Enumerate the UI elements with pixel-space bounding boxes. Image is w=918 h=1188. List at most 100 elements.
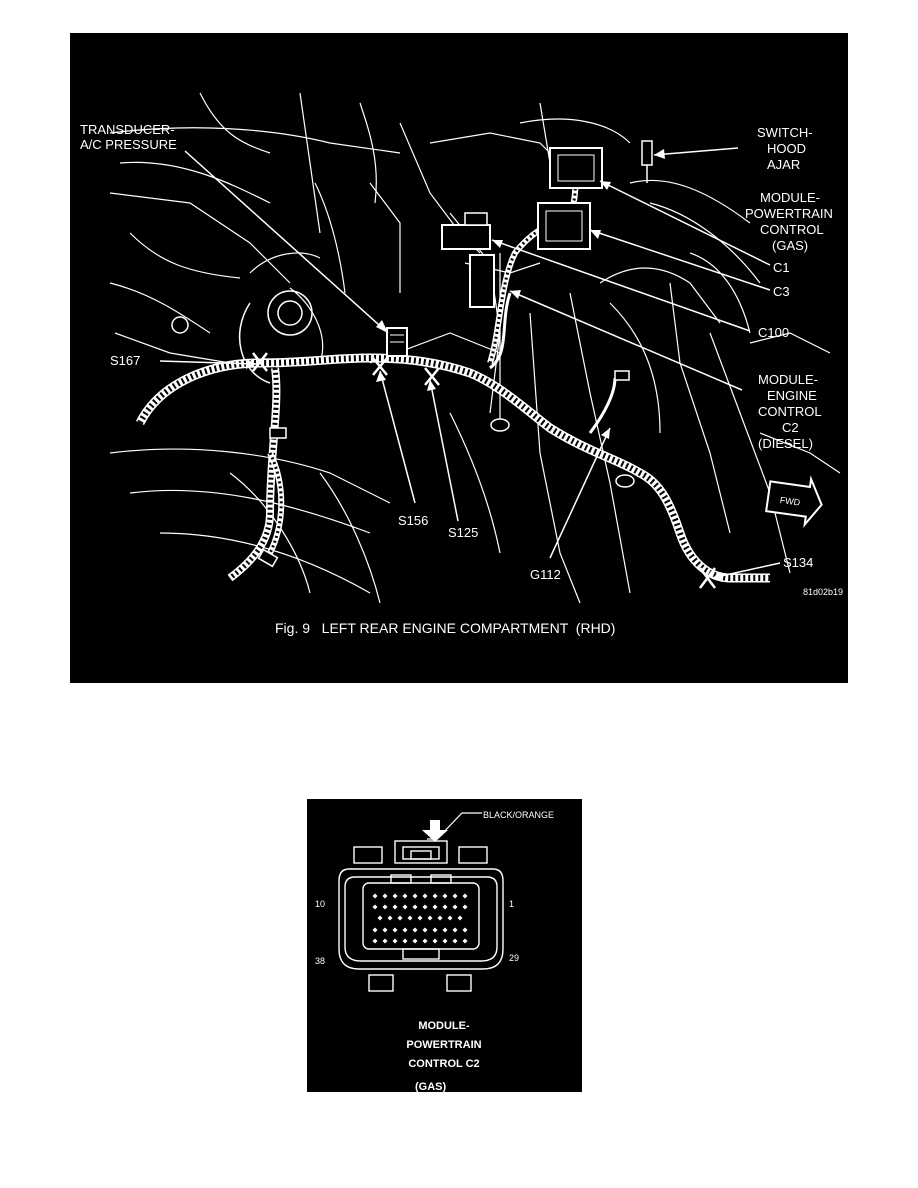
- pcm-connector-c1: [549, 147, 603, 189]
- label-ecm-2: ENGINE: [767, 388, 817, 403]
- leader-s167: [159, 360, 257, 365]
- pin-cavity: [422, 893, 428, 899]
- leader-s156: [379, 370, 416, 504]
- figure-caption: Fig. 9 LEFT REAR ENGINE COMPARTMENT (RHD…: [275, 620, 615, 636]
- pin-cavity: [412, 927, 418, 933]
- engine-compartment-drawing: FWD T: [80, 92, 843, 636]
- pin-cavity: [462, 927, 468, 933]
- leader-c3: [589, 229, 771, 291]
- pin-cavity: [422, 904, 428, 910]
- connector-title-4: (GAS): [415, 1081, 447, 1092]
- leader-switch: [653, 147, 739, 156]
- pin-cavity: [422, 938, 428, 944]
- leader-transducer: [184, 150, 389, 334]
- pin-cavity: [407, 915, 413, 921]
- pin-cavity: [412, 938, 418, 944]
- pin-cavity: [427, 915, 433, 921]
- splice-markers: [252, 352, 716, 589]
- label-switch-2: HOOD: [767, 141, 806, 156]
- leader-s134: [711, 562, 781, 579]
- pin-cavity: [382, 938, 388, 944]
- pin-cavity: [452, 927, 458, 933]
- leader-lines: [159, 147, 781, 579]
- pin-label-1: 1: [509, 899, 514, 909]
- pin-cavity: [437, 915, 443, 921]
- label-s134: S134: [783, 555, 813, 570]
- label-transducer-2: A/C PRESSURE: [80, 137, 177, 152]
- pin-cavity: [422, 927, 428, 933]
- label-pcm-1: MODULE-: [760, 190, 820, 205]
- splice-s167-mark: [252, 352, 268, 372]
- pin-cavity: [452, 938, 458, 944]
- wire-color-label: BLACK/ORANGE: [483, 810, 554, 820]
- ac-pressure-transducer: [386, 327, 408, 357]
- pin-cavity: [452, 904, 458, 910]
- pin-cavity: [392, 904, 398, 910]
- image-code: 81d02b19: [803, 587, 843, 597]
- connector-title-3: CONTROL C2: [408, 1058, 479, 1070]
- pin-cavity: [392, 938, 398, 944]
- pin-cavity: [372, 904, 378, 910]
- pin-cavity: [377, 915, 383, 921]
- pin-cavity: [442, 893, 448, 899]
- pin-cavity: [372, 927, 378, 933]
- brake-booster-shape: [171, 290, 313, 384]
- label-transducer-1: TRANSDUCER-: [80, 122, 175, 137]
- pin-cavity: [372, 893, 378, 899]
- label-s156: S156: [398, 513, 428, 528]
- pin-label-10: 10: [315, 899, 325, 909]
- pin-cavity: [397, 915, 403, 921]
- pin-cavity: [392, 927, 398, 933]
- hood-ajar-switch: [641, 140, 653, 183]
- label-c1: C1: [773, 260, 790, 275]
- pin-label-38: 38: [315, 956, 325, 966]
- pin-cavity: [462, 904, 468, 910]
- body-structure-lines: [109, 92, 841, 604]
- pin-cavity: [442, 927, 448, 933]
- label-ecm-5: (DIESEL): [758, 436, 813, 451]
- pin-cavity: [372, 938, 378, 944]
- pin-cavity: [442, 904, 448, 910]
- splice-s134-mark: [699, 567, 716, 589]
- label-g112: G112: [530, 567, 561, 582]
- label-switch-3: AJAR: [767, 157, 800, 172]
- pin-cavity: [462, 893, 468, 899]
- pcm-connector-c3: [537, 202, 591, 250]
- ecm-connector-bracket: [469, 254, 495, 308]
- pin-cavity: [442, 938, 448, 944]
- label-pcm-4: (GAS): [772, 238, 808, 253]
- splice-s125-mark: [424, 367, 440, 386]
- pin-cavity: [382, 904, 388, 910]
- pin-cavity: [432, 904, 438, 910]
- pin-label-29: 29: [509, 953, 519, 963]
- leader-arrowheads: [246, 149, 723, 582]
- connector-body: [338, 840, 504, 992]
- pin-cavity: [432, 938, 438, 944]
- pin-cavity: [417, 915, 423, 921]
- pin-cavity: [412, 893, 418, 899]
- fwd-arrow: FWD: [765, 475, 823, 528]
- label-ecm-4: C2: [782, 420, 799, 435]
- label-ecm-3: CONTROL: [758, 404, 822, 419]
- splice-s156-mark: [372, 357, 388, 376]
- engine-compartment-figure: FWD T: [70, 33, 848, 683]
- label-s167: S167: [110, 353, 140, 368]
- pin-cavity: [382, 927, 388, 933]
- label-c3: C3: [773, 284, 790, 299]
- leader-c100: [491, 239, 751, 332]
- pin-cavity: [462, 938, 468, 944]
- c100-connector: [441, 212, 491, 250]
- leader-g112: [549, 427, 611, 559]
- connector-title-2: POWERTRAIN: [406, 1039, 481, 1051]
- label-ecm-1: MODULE-: [758, 372, 818, 387]
- fwd-label: FWD: [779, 495, 801, 508]
- pin-cavity: [432, 893, 438, 899]
- connector-title-1: MODULE-: [418, 1020, 470, 1032]
- label-pcm-3: CONTROL: [760, 222, 824, 237]
- connector-pinout-figure: BLACK/ORANGE 10 1 38 29: [307, 799, 582, 1092]
- pin-cavity: [402, 938, 408, 944]
- pin-cavity: [402, 893, 408, 899]
- wire-harness: [135, 155, 770, 583]
- pin-cavity: [447, 915, 453, 921]
- pin-cavity: [382, 893, 388, 899]
